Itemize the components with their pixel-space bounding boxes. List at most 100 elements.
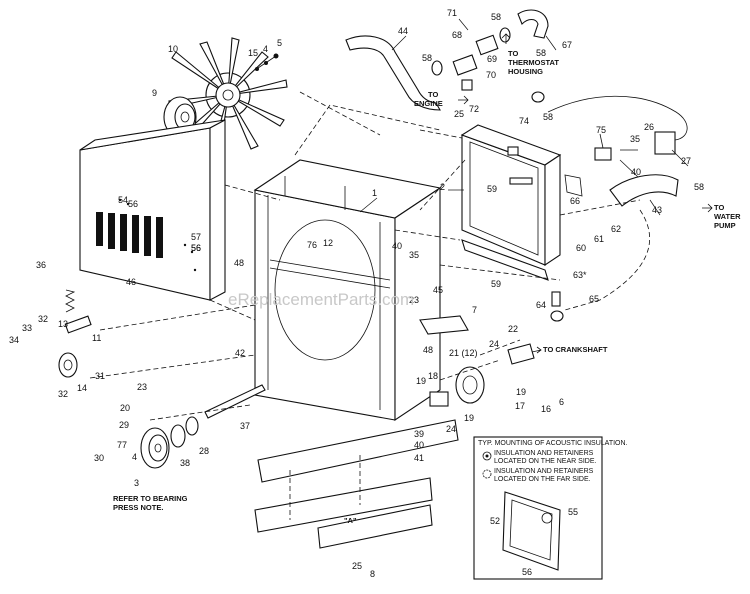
note-to-water-pump: WATER: [714, 212, 741, 221]
callout-40: 40: [414, 440, 424, 450]
callout-19: 19: [416, 376, 426, 386]
callout-4: 4: [263, 44, 268, 54]
insulation-legend: TYP. MOUNTING OF ACOUSTIC INSULATION. IN…: [473, 436, 628, 580]
callout-28: 28: [199, 446, 209, 456]
callout-40: 40: [392, 241, 402, 251]
view-a-label: "A": [344, 516, 357, 525]
callout-27: 27: [681, 156, 691, 166]
callout-26: 26: [644, 122, 654, 132]
callout-24: 24: [446, 424, 456, 434]
callout-31: 31: [95, 371, 105, 381]
notes: TO THERMOSTAT HOUSING TO ENGINE TO WATER…: [113, 33, 741, 525]
callout-2: 2: [440, 182, 445, 192]
callout-58: 58: [694, 182, 704, 192]
pulley-assembly: [140, 384, 266, 469]
radiator-support-bar: [461, 239, 549, 281]
callout-32: 32: [58, 389, 68, 399]
callout-62: 62: [611, 224, 621, 234]
callout-58: 58: [491, 12, 501, 22]
legend-far-1: INSULATION AND RETAINERS: [494, 468, 594, 475]
callout-9: 9: [152, 88, 157, 98]
callout-10: 10: [168, 44, 178, 54]
callout-19: 19: [516, 387, 526, 397]
tensioner-spring: [64, 289, 92, 334]
callout-32: 32: [38, 314, 48, 324]
callout-30: 30: [94, 453, 104, 463]
callout-19: 19: [464, 413, 474, 423]
callout-42: 42: [235, 348, 245, 358]
watermark: eReplacementParts.com: [228, 290, 414, 309]
callout-25: 25: [352, 561, 362, 571]
callout-56: 56: [522, 567, 532, 577]
lower-hose: [609, 174, 679, 207]
overflow-tank: [547, 95, 688, 155]
callout-56: 56: [128, 199, 138, 209]
callout-75: 75: [596, 125, 606, 135]
callout-58: 58: [422, 53, 432, 63]
callout-58: 58: [543, 112, 553, 122]
note-to-water-pump: TO: [714, 203, 724, 212]
callout-61: 61: [594, 234, 604, 244]
callout-7: 7: [472, 305, 477, 315]
callout-12: 12: [323, 238, 333, 248]
callout-69: 69: [487, 54, 497, 64]
callout-77: 77: [117, 440, 127, 450]
leader-lines: [359, 18, 689, 216]
callout-22: 22: [508, 324, 518, 334]
idler-pulley: [58, 352, 78, 378]
base-rails: [254, 419, 459, 549]
callout-36: 36: [36, 260, 46, 270]
callout-1: 1: [372, 188, 377, 198]
note-bearing: REFER TO BEARING: [113, 494, 188, 503]
side-panel: [79, 119, 226, 301]
callout-23: 23: [409, 295, 419, 305]
note-to-crankshaft: TO CRANKSHAFT: [543, 345, 608, 354]
callout-64: 64: [536, 300, 546, 310]
thermostat-fittings: [431, 27, 545, 103]
callout-59: 59: [491, 279, 501, 289]
note-to-water-pump: PUMP: [714, 221, 736, 230]
callout-65: 65: [589, 294, 599, 304]
callout-45: 45: [433, 285, 443, 295]
callout-17: 17: [515, 401, 525, 411]
callout-58: 58: [536, 48, 546, 58]
callout-23: 23: [137, 382, 147, 392]
callout-5: 5: [277, 38, 282, 48]
fan-bolts: [254, 53, 279, 71]
callout-39: 39: [414, 429, 424, 439]
callout-8: 8: [370, 569, 375, 579]
callout-18: 18: [428, 371, 438, 381]
callout-48: 48: [423, 345, 433, 355]
callout-29: 29: [119, 420, 129, 430]
note-to-engine: TO: [428, 90, 438, 99]
callout-14: 14: [77, 383, 87, 393]
callout-66: 66: [570, 196, 580, 206]
callout-74: 74: [519, 116, 529, 126]
radiator: [460, 124, 583, 267]
callout-20: 20: [120, 403, 130, 413]
legend-far-2: LOCATED ON THE FAR SIDE.: [494, 476, 591, 483]
callout-76: 76: [307, 240, 317, 250]
callout-33: 33: [22, 323, 32, 333]
callout-35: 35: [630, 134, 640, 144]
callout-44: 44: [398, 26, 408, 36]
callout-54: 54: [118, 195, 128, 205]
callout-56: 56: [191, 243, 201, 253]
callout-59: 59: [487, 184, 497, 194]
callout-48: 48: [234, 258, 244, 268]
callout-56: 56: [191, 243, 201, 253]
callout-4: 4: [132, 452, 137, 462]
note-to-thermostat: HOUSING: [508, 67, 543, 76]
callout-16: 16: [541, 404, 551, 414]
callout-11: 11: [92, 333, 101, 343]
callout-40: 40: [631, 167, 641, 177]
callout-35: 35: [409, 250, 419, 260]
callout-67: 67: [562, 40, 572, 50]
callout-71: 71: [447, 8, 457, 18]
callout-52: 52: [490, 516, 500, 526]
callout-70: 70: [486, 70, 496, 80]
thermostat-hose: [517, 9, 549, 39]
callout-38: 38: [180, 458, 190, 468]
callout-25: 25: [454, 109, 464, 119]
